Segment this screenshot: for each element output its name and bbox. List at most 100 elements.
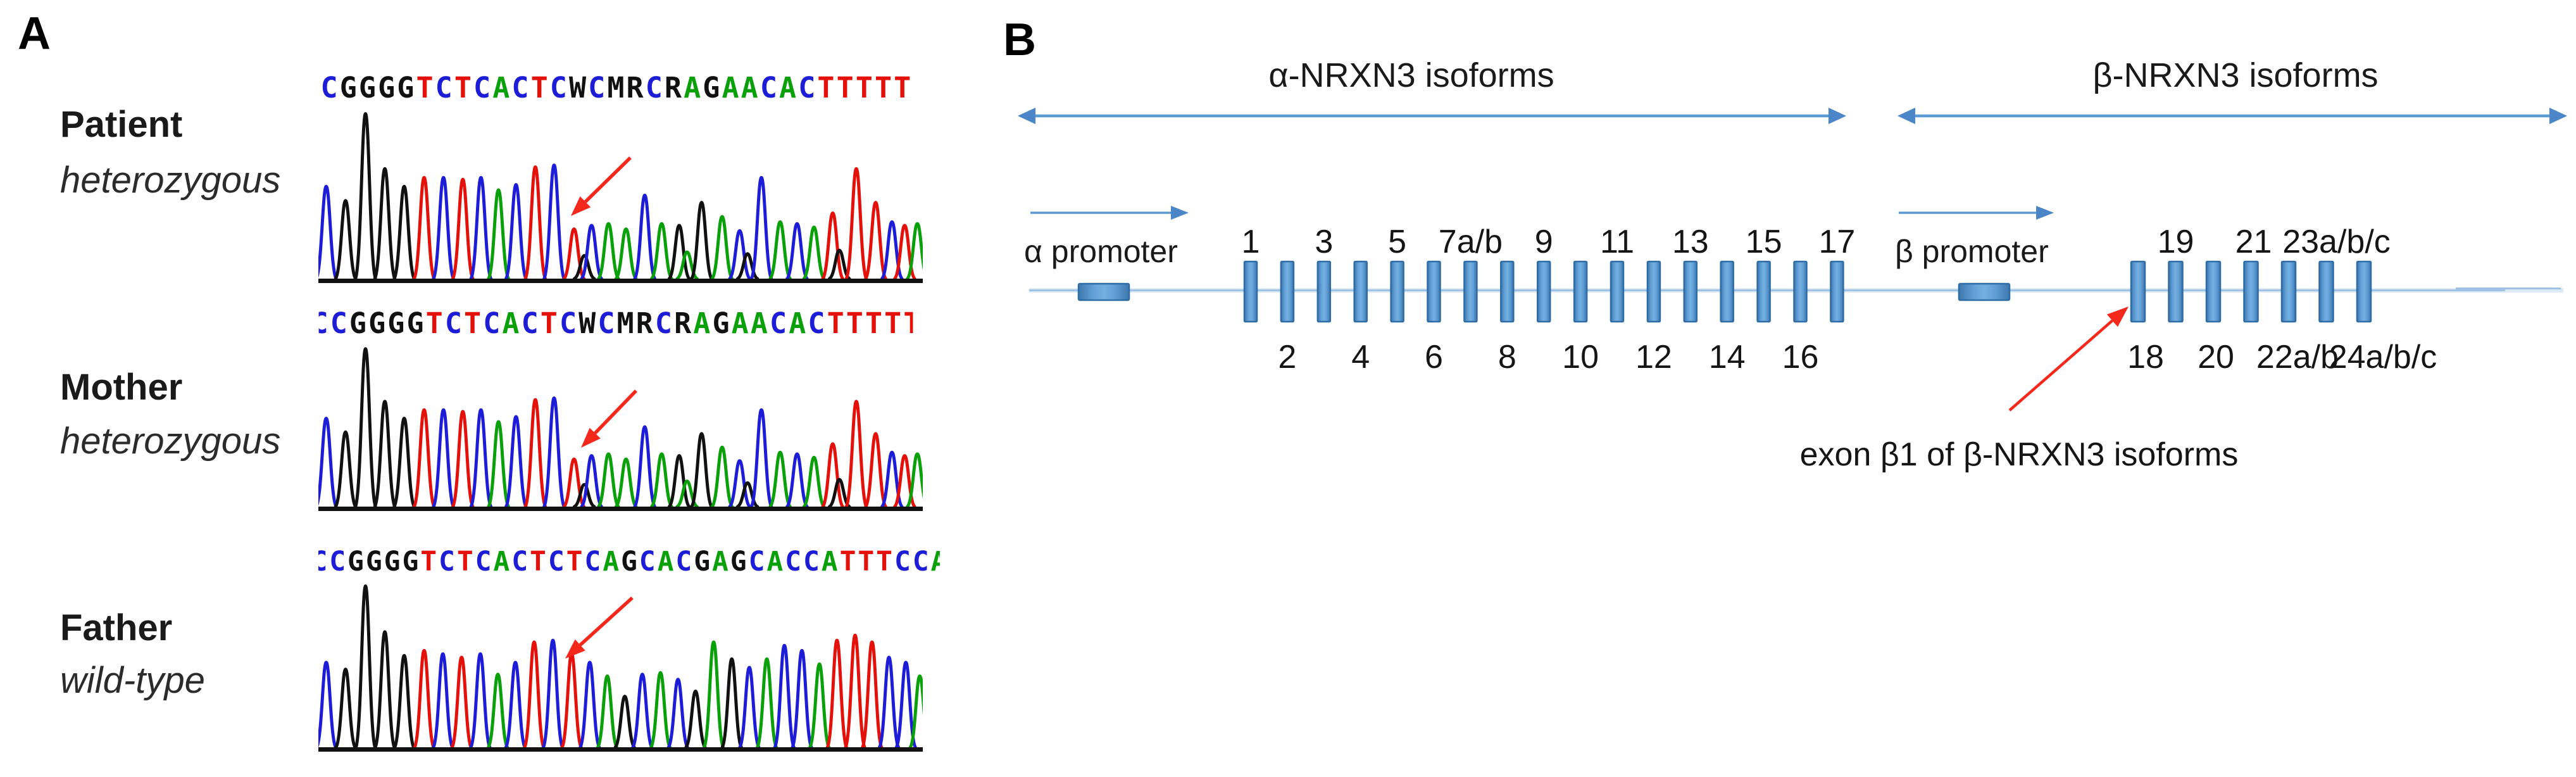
- beta-promoter-box: [1958, 282, 2011, 301]
- sequence-base: C: [444, 306, 462, 340]
- beta-isoforms-range-arrow-left-head-icon: [1898, 108, 1915, 124]
- row-genotype-mother: heterozygous: [60, 420, 281, 462]
- sequence-base: G: [339, 71, 357, 104]
- sequence-base: W: [578, 306, 596, 340]
- trace-peak: [542, 163, 566, 281]
- trace-peak: [878, 655, 900, 749]
- trace-peak: [844, 400, 868, 509]
- trace-peak: [596, 674, 618, 749]
- sequence-base: C: [770, 306, 787, 340]
- trace-peak: [728, 229, 751, 281]
- sequence-base: T: [540, 306, 558, 340]
- trace-peak: [667, 224, 691, 281]
- trace-peak: [768, 220, 792, 281]
- beta-exon-bar-4: [2243, 260, 2259, 323]
- trace-peak: [828, 248, 851, 281]
- trace-baseline: [318, 279, 923, 283]
- sequence-base: T: [884, 306, 902, 340]
- trace-peak: [572, 483, 596, 509]
- trace-peak: [864, 201, 887, 281]
- sequence-base: G: [712, 306, 730, 340]
- sequence-base: R: [635, 306, 653, 340]
- sequence-base: C: [483, 306, 501, 340]
- trace-peak: [580, 224, 603, 281]
- trace-peak: [633, 425, 656, 509]
- trace-peak: [504, 183, 528, 281]
- sequence-base: A: [492, 71, 510, 104]
- trace-peak: [710, 215, 734, 281]
- sequence-base: C: [654, 306, 673, 340]
- sequence-base: C: [511, 71, 529, 104]
- sequence-base: C: [597, 306, 615, 340]
- mutation-arrow-head-icon: [581, 427, 601, 448]
- beta-exon-bar-6: [2318, 260, 2334, 323]
- trace-peak: [469, 652, 492, 749]
- trace-peak: [749, 408, 773, 509]
- sequence-text: CCGGGGTCTCACTCWCMRCRAGAACACTTTTT: [310, 309, 922, 338]
- trace-peak: [821, 211, 844, 281]
- sequence-base: A: [789, 306, 806, 340]
- trace-peak: [650, 452, 673, 509]
- sequence-base: A: [693, 306, 711, 340]
- trace-peak: [413, 648, 435, 749]
- trace-peak: [667, 454, 691, 509]
- trace-peak: [334, 199, 358, 281]
- alpha-exon-bar-6: [1427, 260, 1441, 323]
- trace-peak: [828, 477, 851, 509]
- sequence-base: T: [876, 546, 893, 578]
- alpha-isoforms-title: α-NRXN3 isoforms: [1268, 56, 1554, 94]
- sequence-base: T: [530, 546, 546, 578]
- sequence-base: T: [566, 546, 583, 578]
- trace-peak: [756, 657, 778, 749]
- sequence-base: T: [865, 306, 883, 340]
- trace-peak: [821, 442, 844, 509]
- sequence-base: T: [456, 546, 473, 578]
- sequence-base: C: [511, 546, 528, 578]
- sequence-base: A: [603, 546, 620, 578]
- trace-peak: [791, 648, 813, 749]
- trace-peak: [469, 175, 493, 281]
- exon-number: 8: [1497, 339, 1516, 376]
- sequence-base: C: [330, 306, 347, 340]
- mutation-arrow-shaft: [584, 156, 632, 203]
- panel-b-label: B: [1003, 15, 1036, 65]
- trace-peak: [684, 690, 707, 749]
- sequence-base: A: [779, 71, 797, 104]
- sequence-base: G: [406, 306, 424, 340]
- exon-number: 18: [2127, 339, 2164, 376]
- alpha-promoter-arrow-head-icon: [1171, 206, 1189, 220]
- alpha-exon-bar-13: [1683, 260, 1698, 323]
- trace-peak: [432, 175, 455, 281]
- trace-peak: [894, 660, 917, 749]
- sequence-base: C: [311, 546, 328, 578]
- beta-isoforms-title: β-NRXN3 isoforms: [2092, 56, 2379, 94]
- sequence-base: C: [473, 71, 491, 104]
- exon-number: 7a/b: [1438, 224, 1503, 260]
- exon-number: 9: [1534, 224, 1553, 260]
- sequence-base: G: [378, 71, 396, 104]
- sequence-base: C: [584, 546, 601, 578]
- sequence-base: T: [903, 306, 921, 340]
- sequence-base: C: [549, 71, 567, 104]
- trace-peak: [523, 640, 546, 749]
- trace-peak: [808, 662, 831, 749]
- sequence-base: M: [607, 71, 625, 104]
- sequence-base: C: [803, 546, 820, 578]
- sequence-text: CGGGGTCTCACTCWCMRCRAGAACACTTTTT: [320, 73, 912, 102]
- beta-promoter-arrow-head-icon: [2036, 206, 2054, 220]
- sequence-base: G: [387, 306, 405, 340]
- sequence-base: T: [530, 71, 548, 104]
- sequence-base: C: [760, 71, 777, 104]
- alpha-exon-bar-3: [1316, 260, 1332, 323]
- trace-peak: [825, 638, 848, 749]
- alpha-exon-bar-14: [1720, 260, 1734, 323]
- alpha-exon-bar-9: [1536, 260, 1551, 323]
- beta-exon-bar-2: [2168, 260, 2184, 323]
- alpha-exon-bar-17: [1830, 260, 1844, 323]
- exon-number: 19: [2157, 224, 2194, 260]
- trace-peak: [785, 222, 809, 281]
- chromatogram-trace: [318, 347, 923, 511]
- beta-isoforms-range-arrow-right-head-icon: [2549, 108, 2567, 124]
- trace-peak: [690, 201, 713, 281]
- exon-number: 11: [1600, 224, 1634, 260]
